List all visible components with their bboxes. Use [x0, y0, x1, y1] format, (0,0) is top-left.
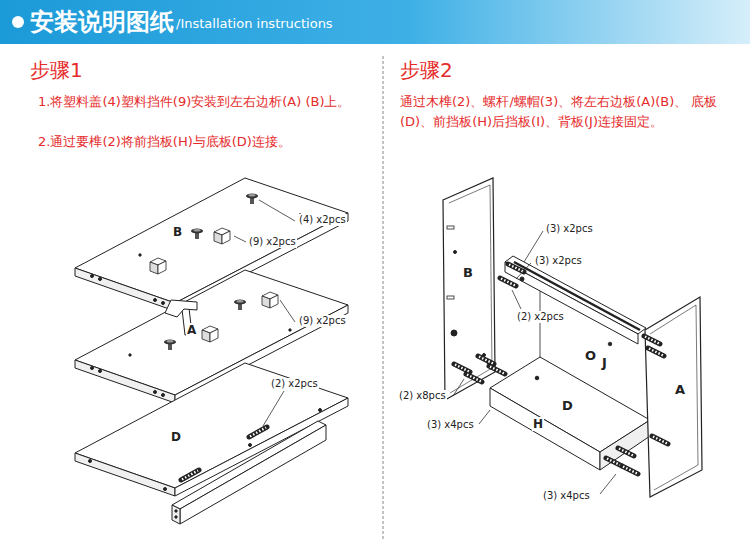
step-heading: 步骤2: [400, 58, 453, 82]
callout-number: (3) x4pcs: [426, 419, 475, 431]
bolts-dowels-step2: [454, 264, 668, 474]
back-rail-i: [505, 256, 646, 344]
leader-lines-step2: [453, 231, 616, 494]
callout-number: (4) x2pcs: [298, 214, 347, 226]
instruction-text: 通过木榫(2)、螺杆/螺帽(3)、将左右边板(A)(B)、 底板(D)、前挡板(…: [400, 92, 745, 131]
part-letter: B: [462, 265, 474, 281]
part-letter: D: [561, 398, 574, 414]
page-title: 安装说明图纸: [30, 5, 174, 39]
front-strip-h: [172, 421, 326, 524]
plastic-parts-b: [150, 193, 258, 274]
callout-number: (3) x2pcs: [534, 255, 583, 267]
callout-number: (3) x4pcs: [542, 490, 591, 502]
step-heading: 步骤1: [30, 58, 83, 82]
callout-number: (3) x2pcs: [545, 223, 594, 235]
dowels-step1: [181, 427, 267, 480]
callout-number: (2) x8pcs: [398, 390, 447, 402]
callout-number: (2) x2pcs: [270, 378, 319, 390]
part-letter: B: [172, 225, 183, 239]
title-english: /Installation instructions: [176, 16, 333, 32]
part-letter: H: [532, 417, 544, 431]
bottom-panel-d-2: [490, 357, 650, 470]
leader-lines-step1: [234, 200, 295, 426]
callout-number: (9) x2pcs: [298, 315, 347, 327]
part-letter: A: [674, 382, 686, 398]
callout-number: (2) x2pcs: [516, 311, 565, 323]
instruction-text: 1.将塑料盖(4)塑料挡件(9)安装到左右边析(A) (B)上。: [38, 92, 382, 112]
side-panel-a-2: [645, 297, 702, 497]
part-letter: A: [186, 323, 197, 337]
instruction-text: 2.通过要榫(2)将前挡板(H)与底板(D)连接。: [38, 132, 392, 152]
part-letter: O: [584, 348, 597, 364]
bullet-dot: [12, 16, 24, 28]
callout-number: (9) x2pcs: [248, 236, 297, 248]
divider: [383, 56, 384, 540]
part-letter: D: [170, 430, 182, 444]
plastic-parts-a: [164, 292, 278, 350]
part-letter: J: [601, 355, 608, 371]
